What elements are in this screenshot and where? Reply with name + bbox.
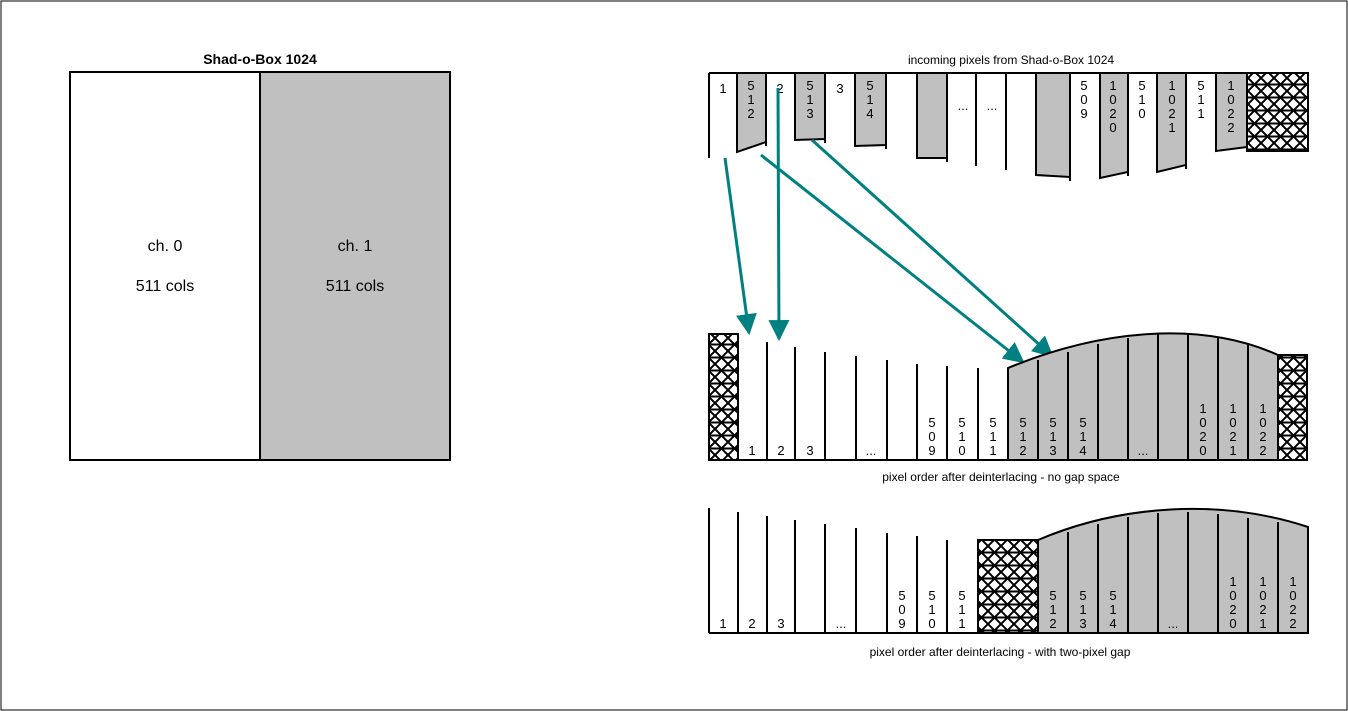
gap-column-label: ... <box>1168 616 1179 631</box>
no-gap-column-label: ... <box>866 443 877 458</box>
no-gap-hatch-right <box>1277 354 1308 461</box>
incoming-column-label: 1 <box>719 81 726 96</box>
channel-1-label: ch. 1 <box>338 238 373 255</box>
incoming-column-label: ... <box>958 98 969 113</box>
gap-column-label: 1 <box>719 616 726 631</box>
no-gap-caption: pixel order after deinterlacing - no gap… <box>882 470 1120 484</box>
gap-column-label: 2 <box>748 616 755 631</box>
no-gap-column-label: 1 <box>748 443 755 458</box>
panel-title: Shad-o-Box 1024 <box>203 51 317 67</box>
detector-panel: Shad-o-Box 1024 ch. 0 511 cols ch. 1 511… <box>69 51 451 461</box>
arrow-1 <box>723 157 757 336</box>
incoming-gray-column <box>1035 72 1071 179</box>
gap-hatch-block <box>977 539 1039 634</box>
channel-1-cols: 511 cols <box>326 278 384 295</box>
arrow-512 <box>760 153 1025 364</box>
channel-0-area <box>69 71 261 461</box>
arrow-2 <box>768 87 790 342</box>
no-gap-column-label: 2 <box>777 443 784 458</box>
no-gap-column-label: 3 <box>806 443 813 458</box>
no-gap-hatch-left <box>708 333 739 461</box>
incoming-column-label: ... <box>987 98 998 113</box>
incoming-hatch-end <box>1246 72 1309 152</box>
gap-gray-block <box>1037 507 1309 634</box>
gap-caption: pixel order after deinterlacing - with t… <box>870 645 1131 659</box>
gap-column-label: ... <box>836 616 847 631</box>
incoming-caption: incoming pixels from Shad-o-Box 1024 <box>908 53 1114 67</box>
incoming-column-label: 3 <box>836 81 843 96</box>
channel-0-label: ch. 0 <box>148 238 183 255</box>
no-gap-column-label: ... <box>1138 443 1149 458</box>
channel-1-area <box>259 71 451 461</box>
gap-column-label: 3 <box>777 616 784 631</box>
incoming-column-label: 2 <box>776 81 783 96</box>
mapping-arrows <box>723 87 1054 364</box>
channel-0-cols: 511 cols <box>136 278 194 295</box>
incoming-gray-column <box>916 72 948 159</box>
no-gap-gray-block <box>1007 332 1279 461</box>
arrow-513 <box>810 138 1054 358</box>
